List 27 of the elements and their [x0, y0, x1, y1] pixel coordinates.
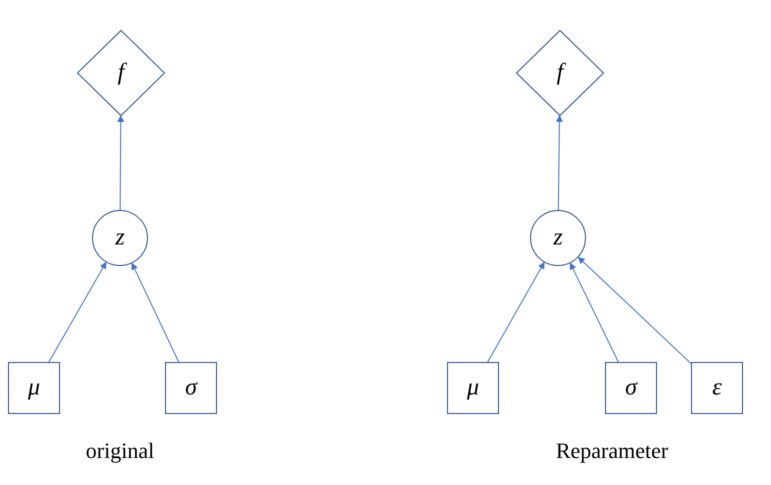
variable-circle — [530, 210, 586, 266]
variable-box — [447, 362, 499, 414]
variable-label: μ — [28, 376, 40, 400]
variable-box — [605, 362, 657, 414]
arrow — [578, 256, 692, 364]
arrow — [487, 262, 545, 362]
arrow — [117, 115, 124, 210]
variable-circle — [92, 210, 148, 266]
arrow — [48, 262, 107, 362]
decision-diamond — [77, 30, 165, 116]
variable-box — [165, 362, 217, 414]
decision-diamond — [516, 30, 604, 116]
arrow — [556, 114, 563, 210]
variable-box — [8, 362, 60, 414]
arrow — [131, 262, 180, 362]
variable-label: μ — [466, 376, 480, 400]
variable-label: σ — [625, 376, 637, 400]
variable-label: f — [118, 60, 124, 85]
variable-label: z — [115, 226, 125, 250]
caption: original — [86, 438, 154, 464]
variable-label: f — [556, 60, 564, 85]
variable-label: ε — [712, 376, 722, 400]
arrow — [570, 262, 619, 362]
variable-label: σ — [185, 376, 197, 400]
variable-label: z — [553, 226, 563, 250]
variable-box — [691, 362, 743, 414]
caption: Reparameter — [556, 438, 668, 464]
